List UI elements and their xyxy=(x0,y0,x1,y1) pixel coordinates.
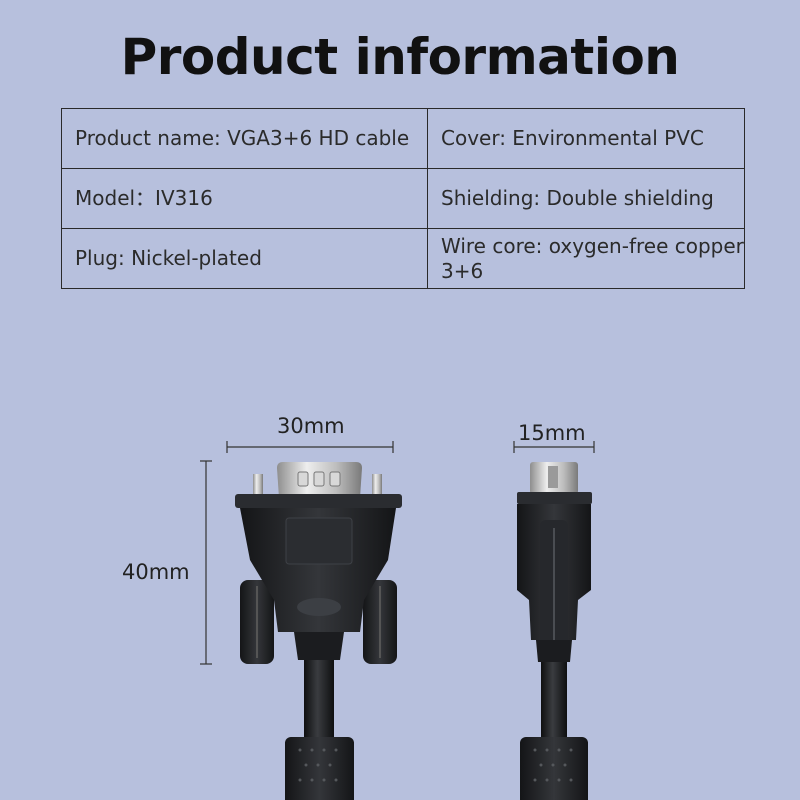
table-cell-product-name: Product name: VGA3+6 HD cable xyxy=(61,108,428,169)
table-cell-shielding: Shielding: Double shielding xyxy=(427,168,745,229)
vga-connector-side-view xyxy=(517,462,592,800)
table-cell-model: Model：IV316 xyxy=(61,168,428,229)
dimension-label-side-width: 15mm xyxy=(518,421,586,445)
product-info-table: Product name: VGA3+6 HD cable Cover: Env… xyxy=(61,108,745,289)
table-cell-wire-core: Wire core: oxygen-free copper 3+6 xyxy=(427,228,745,289)
table-row: Plug: Nickel-plated Wire core: oxygen-fr… xyxy=(61,228,745,289)
table-row: Model：IV316 Shielding: Double shielding xyxy=(61,168,745,229)
vga-connector-front-view xyxy=(235,462,402,800)
table-cell-plug: Plug: Nickel-plated xyxy=(61,228,428,289)
dimension-line-height xyxy=(200,460,212,665)
dimension-line-front-width xyxy=(226,441,394,453)
dimension-line-side-width xyxy=(513,441,595,453)
page-title: Product information xyxy=(120,28,680,86)
dimension-label-front-width: 30mm xyxy=(277,414,345,438)
dimension-label-height: 40mm xyxy=(122,560,190,584)
